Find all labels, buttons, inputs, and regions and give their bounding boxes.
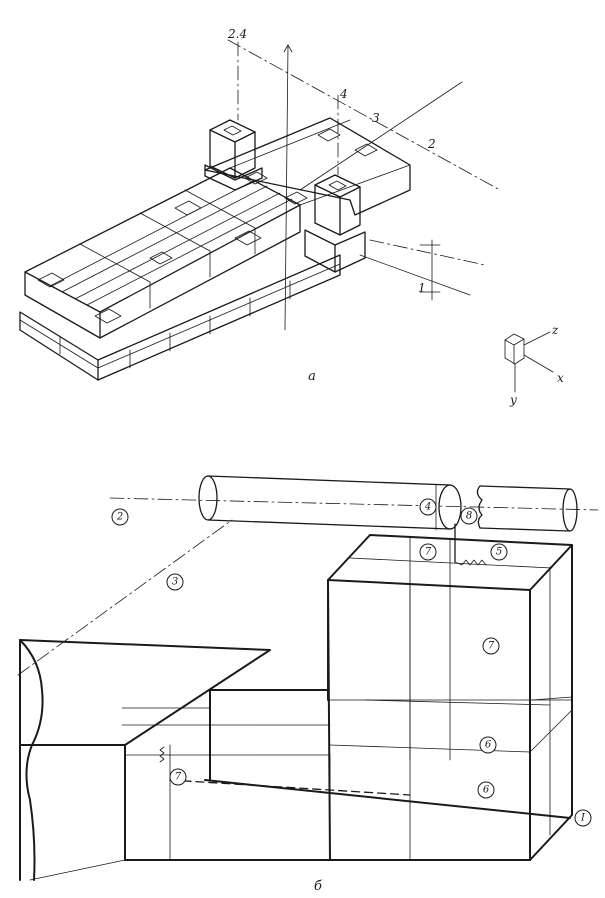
figure-a-rear-section	[204, 117, 411, 216]
svg-text:2: 2	[116, 512, 123, 523]
svg-text:I: I	[580, 813, 586, 824]
cylinder-right	[476, 485, 578, 532]
figure-b: 2 3 4 8 7 5 7 6	[17, 475, 599, 894]
svg-text:7: 7	[175, 772, 182, 783]
svg-text:7: 7	[488, 641, 495, 652]
figure-a-column-right	[304, 174, 366, 273]
svg-text:8: 8	[466, 511, 472, 522]
figure-a-label-4: 4	[339, 87, 348, 101]
circled-label-4: 4	[419, 498, 437, 516]
figure-a-body	[24, 167, 301, 339]
axis-line-2	[109, 497, 599, 511]
cylinder-left	[198, 475, 462, 531]
figure-a: 2.4 4 3 2 1 z x y а	[19, 27, 564, 407]
circled-label-I: I	[574, 809, 592, 827]
svg-text:7: 7	[425, 547, 432, 558]
figure-a-label-2: 2	[427, 137, 436, 151]
circled-label-7-top: 7	[419, 543, 437, 561]
figure-a-label-2-4: 2.4	[227, 27, 247, 41]
figure-a-label-1: 1	[418, 281, 426, 295]
figure-a-label-3: 3	[372, 111, 380, 125]
axis-triad: z x y	[504, 323, 564, 407]
circled-label-6-upper: 6	[479, 736, 497, 754]
svg-text:3: 3	[172, 577, 178, 588]
large-box	[327, 534, 573, 861]
figure-a-axis-lines	[227, 39, 501, 331]
circled-label-6-lower: 6	[477, 781, 495, 799]
svg-text:6: 6	[483, 785, 490, 796]
svg-text:4: 4	[424, 502, 431, 513]
figure-a-caption: а	[308, 369, 316, 384]
axis-z-label: z	[551, 323, 559, 337]
circled-label-7-side: 7	[482, 637, 500, 655]
svg-text:6: 6	[485, 740, 492, 751]
probe	[454, 523, 487, 566]
axis-x-label: x	[557, 371, 564, 385]
circled-label-5: 5	[490, 543, 508, 561]
lower-block	[121, 689, 571, 861]
figure-a-base	[19, 254, 341, 381]
circled-label-3: 3	[166, 573, 184, 591]
figure-a-column-left	[204, 119, 263, 191]
circled-label-2: 2	[111, 508, 129, 526]
circled-label-7-left: 7	[169, 768, 187, 786]
figure-b-caption: б	[314, 879, 322, 894]
axis-y-label: y	[509, 393, 517, 407]
wedge	[19, 639, 271, 881]
circled-label-8: 8	[460, 507, 478, 525]
svg-text:5: 5	[496, 547, 502, 558]
axis-line-3	[17, 519, 233, 676]
